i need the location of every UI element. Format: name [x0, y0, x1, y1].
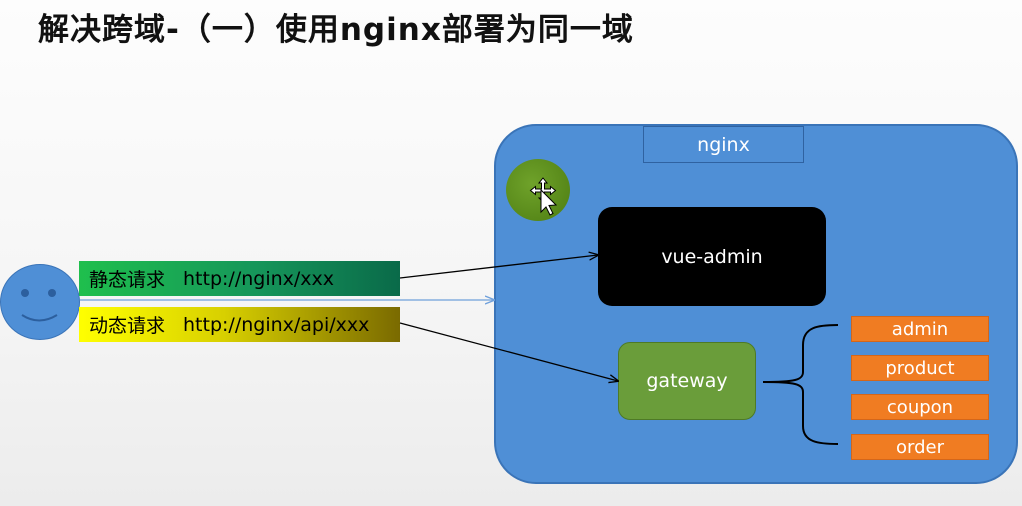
nginx-label: nginx [643, 126, 804, 163]
dynamic-request-label: 动态请求 [89, 315, 166, 337]
nginx-container [494, 124, 1018, 484]
static-request-bar: 静态请求 http://nginx/xxx [79, 261, 400, 296]
service-order: order [851, 434, 989, 460]
gateway-services-brace [762, 324, 839, 445]
dynamic-request-bar: 动态请求 http://nginx/api/xxx [79, 307, 400, 342]
dynamic-to-gateway-arrow [399, 322, 618, 381]
service-product: product [851, 355, 989, 381]
static-request-url: http://nginx/xxx [183, 267, 335, 290]
vue-admin-box: vue-admin [598, 207, 826, 306]
static-to-vue-admin-arrow [399, 255, 598, 279]
slide-title: 解决跨域-（一）使用nginx部署为同一域 [38, 12, 634, 48]
move-cursor-icon [529, 177, 558, 216]
smiley-face-icon [0, 264, 80, 340]
service-admin: admin [851, 316, 989, 342]
gateway-box: gateway [618, 342, 756, 420]
dynamic-request-url: http://nginx/api/xxx [183, 313, 370, 336]
static-request-label: 静态请求 [89, 269, 166, 291]
service-coupon: coupon [851, 394, 989, 420]
